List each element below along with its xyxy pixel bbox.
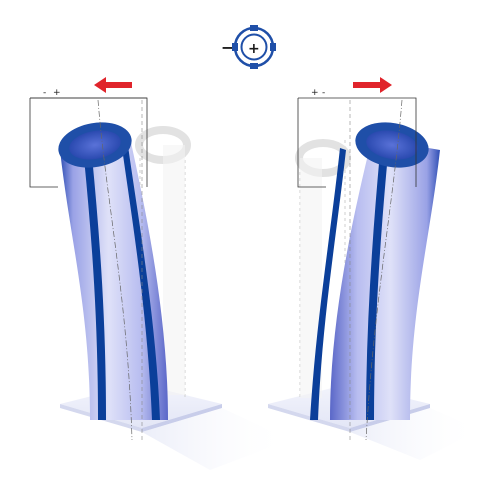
right-tube bbox=[310, 122, 440, 420]
left-bending-panel: - + bbox=[29, 77, 290, 470]
legend-plus-sign: + bbox=[248, 41, 260, 57]
arrow-right-icon bbox=[353, 77, 392, 93]
left-sign-plus: + bbox=[53, 88, 61, 98]
right-sign-minus: - bbox=[322, 88, 325, 98]
left-tube bbox=[58, 122, 168, 420]
left-sign-minus: - bbox=[43, 88, 46, 98]
right-sign-plus: + bbox=[311, 88, 319, 98]
polarity-legend: − + bbox=[221, 25, 276, 69]
right-bending-panel: + - bbox=[268, 77, 480, 460]
arrow-left-icon bbox=[94, 77, 132, 93]
right-reference-lines bbox=[297, 97, 417, 441]
polarity-ring-icon bbox=[232, 25, 276, 69]
left-reference-lines bbox=[29, 97, 148, 441]
right-ghost-tube bbox=[295, 139, 351, 405]
legend-minus-sign: − bbox=[221, 38, 234, 57]
